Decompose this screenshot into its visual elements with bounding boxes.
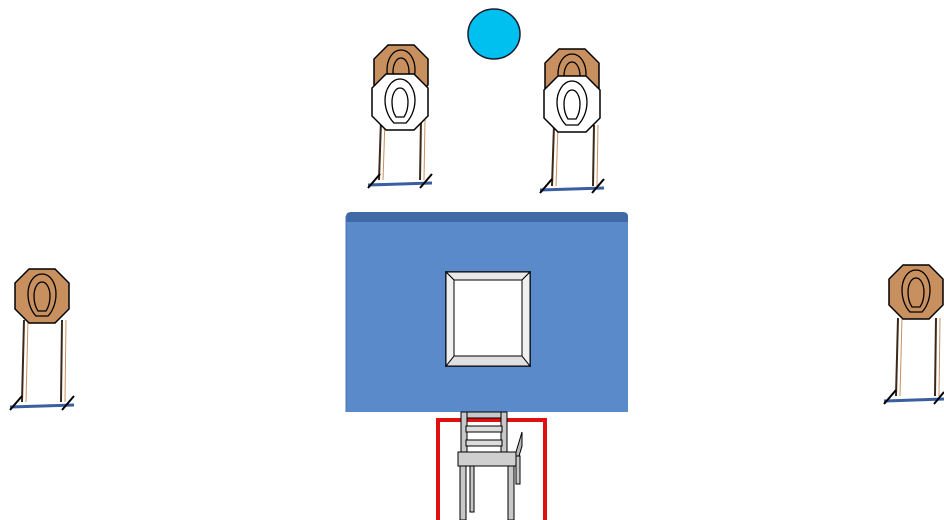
steel-target-icon <box>883 264 944 405</box>
fault-line-box-icon <box>436 418 547 520</box>
steel-target-icon <box>539 48 605 194</box>
steel-target-icon <box>367 44 433 189</box>
wall-with-window-icon <box>345 212 628 412</box>
chair-icon <box>457 411 523 520</box>
blue-ball-icon <box>467 8 521 60</box>
steel-target-icon <box>9 268 75 411</box>
window-opening <box>444 270 532 368</box>
